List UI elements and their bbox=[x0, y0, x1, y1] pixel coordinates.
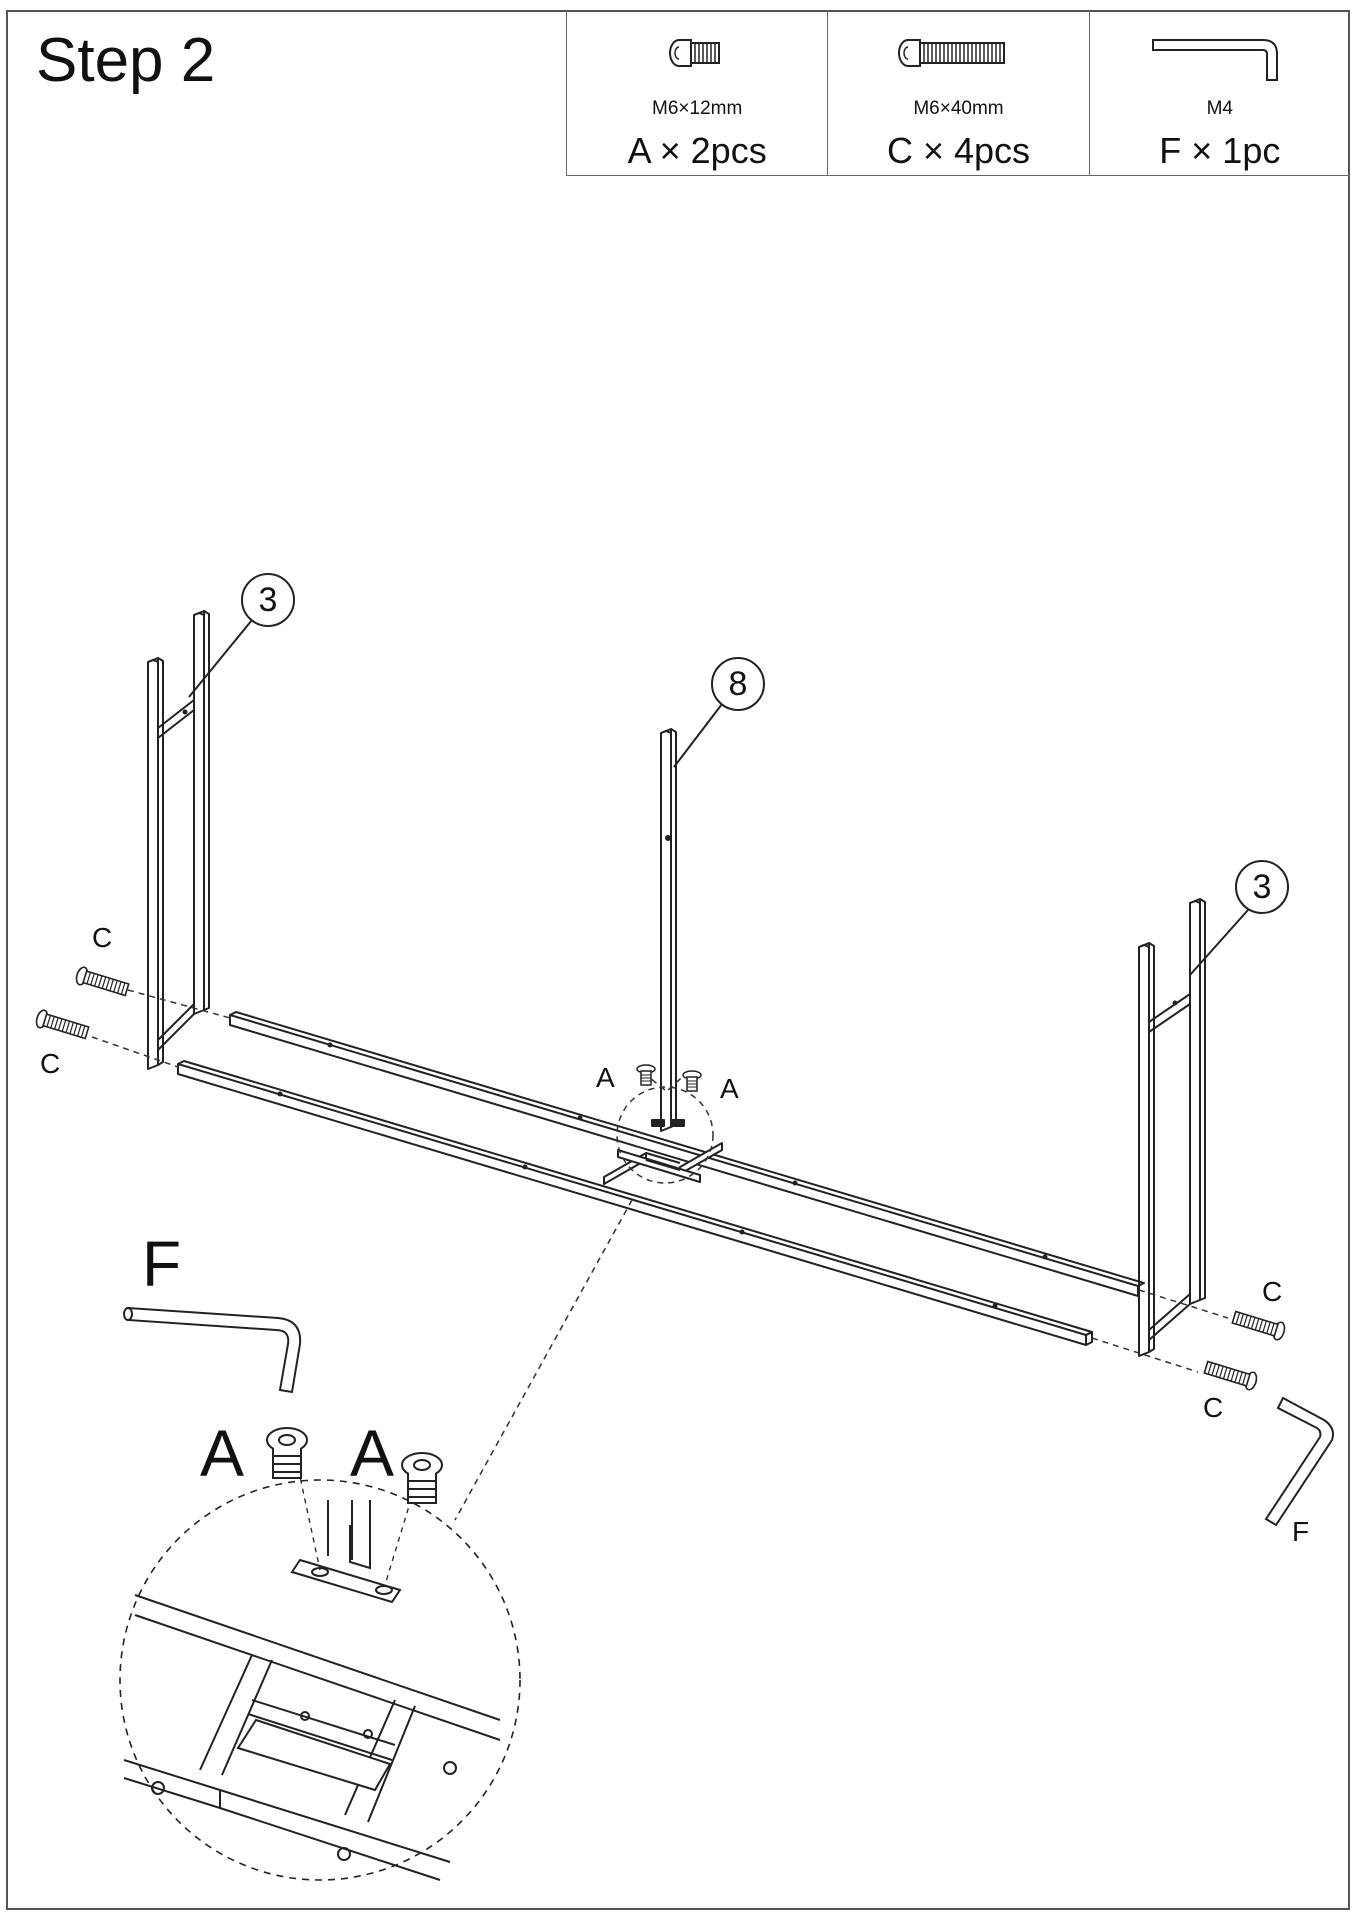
c-bolt-top-left bbox=[73, 965, 131, 1000]
step-title: Step 2 bbox=[36, 26, 216, 95]
left-frame bbox=[147, 610, 210, 1070]
label-detail-a-left: A bbox=[200, 1416, 245, 1490]
c-bolt-top-right bbox=[1230, 1307, 1288, 1342]
part-cell-f: M4 F × 1pc bbox=[1090, 10, 1350, 175]
front-rail bbox=[177, 1060, 1093, 1346]
label-a-left: A bbox=[596, 1062, 615, 1093]
rail-holes bbox=[182, 709, 1178, 1309]
label-f-key-left: F bbox=[142, 1228, 182, 1300]
callout-left-frame: 3 bbox=[258, 581, 278, 619]
label-c-bottom-right: C bbox=[1203, 1392, 1224, 1423]
c-bolt-bottom-left bbox=[33, 1008, 91, 1043]
detail-a-bolt-left bbox=[266, 1427, 308, 1479]
label-c-bottom-left: C bbox=[40, 1048, 61, 1079]
detail-view bbox=[119, 1429, 521, 1881]
part-qty-c: C × 4pcs bbox=[886, 130, 1031, 171]
hex-key-right bbox=[1264, 1396, 1334, 1527]
back-rail bbox=[229, 1011, 1145, 1297]
right-frame bbox=[1138, 898, 1206, 1357]
part-cell-c: M6×40mm C × 4pcs bbox=[828, 10, 1090, 175]
callout-right-frame: 3 bbox=[1252, 868, 1272, 906]
label-c-top-left: C bbox=[92, 922, 113, 953]
detail-a-bolt-right bbox=[401, 1452, 443, 1504]
part-qty-a: A × 2pcs bbox=[627, 130, 767, 171]
callout-center-post: 8 bbox=[728, 665, 748, 703]
label-f-key-right: F bbox=[1292, 1516, 1310, 1547]
part-qty-f: F × 1pc bbox=[1159, 130, 1281, 171]
label-detail-a-right: A bbox=[350, 1416, 395, 1490]
a-bolt-right bbox=[682, 1070, 702, 1092]
long-bolt-icon bbox=[828, 28, 1088, 84]
part-spec-a: M6×12mm bbox=[652, 98, 743, 119]
instruction-sheet bbox=[6, 10, 1350, 1910]
hex-key-icon bbox=[1090, 28, 1350, 84]
center-post bbox=[651, 728, 685, 1132]
guide-lines bbox=[91, 989, 1229, 1521]
label-c-top-right: C bbox=[1262, 1276, 1283, 1307]
hex-key-left bbox=[123, 1306, 302, 1394]
part-spec-c: M6×40mm bbox=[913, 98, 1004, 119]
part-cell-a: M6×12mm A × 2pcs bbox=[567, 10, 829, 175]
label-a-right: A bbox=[720, 1073, 739, 1104]
callout-circles bbox=[188, 573, 1289, 976]
c-bolt-bottom-right bbox=[1202, 1357, 1260, 1392]
a-bolt-left bbox=[636, 1064, 656, 1086]
parts-table: M6×12mm A × 2pcs M6×40mm C × 4pcs M4 F ×… bbox=[566, 10, 1350, 176]
short-bolt-icon bbox=[567, 28, 827, 84]
part-spec-f: M4 bbox=[1206, 98, 1234, 119]
center-bracket bbox=[603, 1142, 723, 1185]
